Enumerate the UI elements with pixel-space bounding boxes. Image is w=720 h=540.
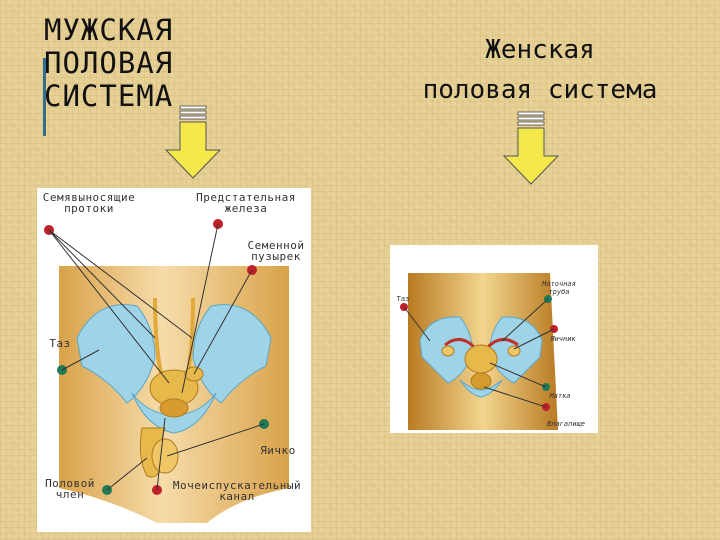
label-uterus: Матка xyxy=(540,392,580,400)
male-title-line-2: ПОЛОВАЯ xyxy=(44,47,244,80)
title-accent-bar xyxy=(43,58,46,136)
label-fallopian-tube-line-1: Маточная xyxy=(536,280,582,288)
label-penis-line-2: член xyxy=(41,489,99,500)
label-testicle: Яичко xyxy=(257,445,299,456)
label-seminal-vesicle-line-2: пузырек xyxy=(243,251,309,262)
label-prostate-line-2: железа xyxy=(195,203,297,214)
label-vagina: Влагалище xyxy=(538,420,594,428)
label-fallopian-tube: Маточная труба xyxy=(536,280,582,296)
label-prostate: Предстательная железа xyxy=(195,192,297,214)
label-seminal-vesicle: Семенной пузырек xyxy=(243,240,309,262)
label-vas-deferens-line-2: протоки xyxy=(39,203,139,214)
label-vas-deferens: Семявыносящие протоки xyxy=(39,192,139,214)
label-pelvis-male: Таз xyxy=(45,338,75,349)
female-reproductive-diagram: Таз Маточная труба Яичник Матка Влагалищ… xyxy=(390,245,598,433)
male-reproductive-diagram: Семявыносящие протоки Предстательная жел… xyxy=(37,188,311,532)
label-urethra-line-2: канал xyxy=(165,491,309,502)
down-arrow-icon-left xyxy=(162,104,224,180)
label-urethra: Мочеиспускательный канал xyxy=(165,480,309,502)
female-title-line-1: Женская xyxy=(385,30,695,70)
male-title-line-1: МУЖСКАЯ xyxy=(44,14,244,47)
down-arrow-icon-right xyxy=(500,110,562,186)
female-system-title: Женская половая система xyxy=(385,30,695,110)
label-ovary: Яичник xyxy=(540,335,586,343)
label-penis: Половой член xyxy=(41,478,99,500)
female-title-line-2: половая система xyxy=(385,70,695,110)
label-pelvis-female: Таз xyxy=(392,295,414,303)
label-fallopian-tube-line-2: труба xyxy=(536,288,582,296)
male-system-title: МУЖСКАЯ ПОЛОВАЯ СИСТЕМА xyxy=(44,14,244,113)
